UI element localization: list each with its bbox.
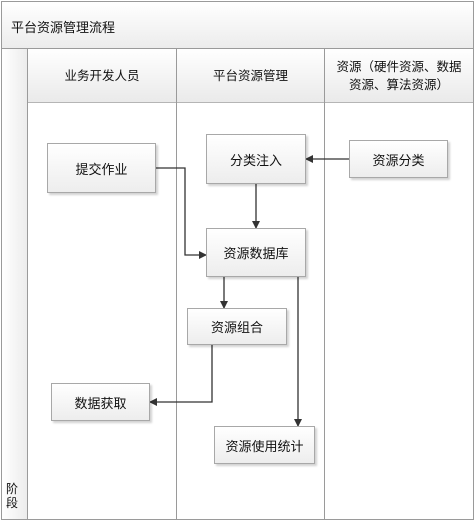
- phase-column: [1, 48, 28, 520]
- diagram-title-bar: 平台资源管理流程: [1, 1, 474, 49]
- node-usage-stats: 资源使用统计: [214, 426, 315, 464]
- node-data-fetch: 数据获取: [51, 383, 150, 421]
- lane-header-resources: 资源（硬件资源、数据资源、算法资源）: [325, 49, 473, 103]
- node-resource-db: 资源数据库: [206, 228, 306, 277]
- phase-label: 阶段: [6, 482, 19, 510]
- node-classify-inject: 分类注入: [206, 134, 306, 184]
- node-resource-combine: 资源组合: [187, 308, 287, 345]
- node-resource-classify: 资源分类: [349, 140, 448, 178]
- lane-header-dev: 业务开发人员: [28, 49, 176, 103]
- node-submit-job: 提交作业: [47, 143, 156, 193]
- diagram-title: 平台资源管理流程: [11, 21, 116, 36]
- lane-dev: 业务开发人员: [27, 48, 177, 520]
- lane-resources: 资源（硬件资源、数据资源、算法资源）: [324, 48, 474, 520]
- lane-header-mgmt: 平台资源管理: [177, 49, 324, 103]
